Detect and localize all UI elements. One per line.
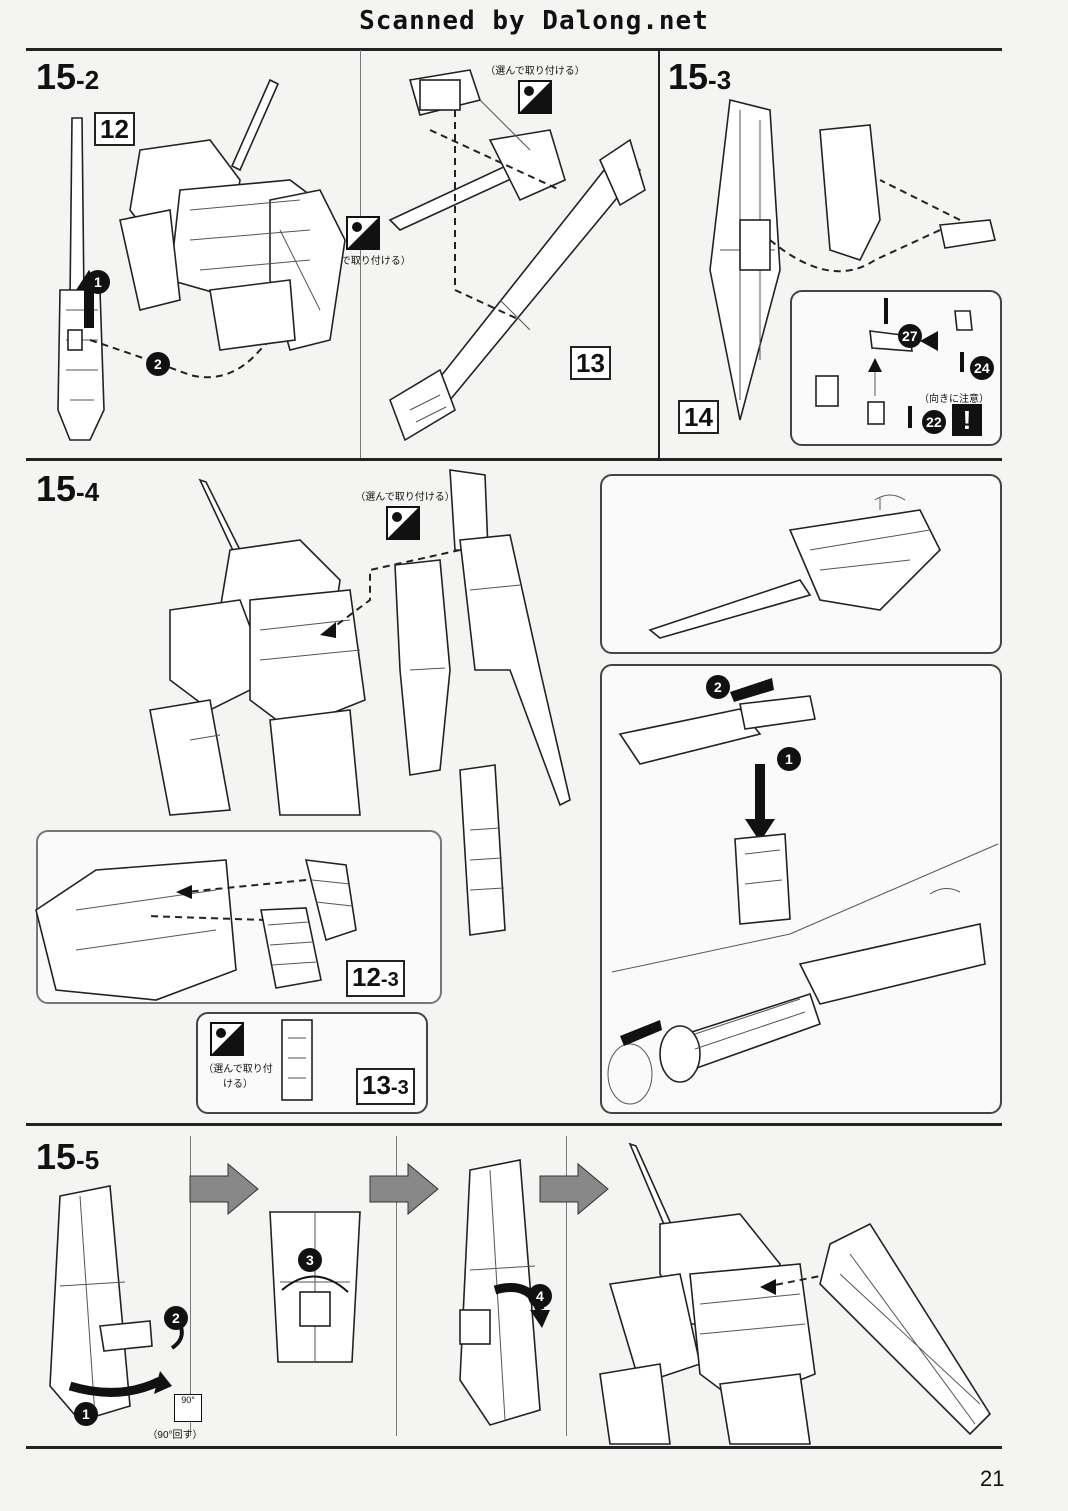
- rotate-icon: 90°: [174, 1394, 202, 1422]
- step-divider: [396, 1136, 397, 1436]
- pick-icon: [386, 506, 420, 540]
- mobile-suit-with-shield-illustration: [599, 1142, 992, 1445]
- pick-icon: [518, 80, 552, 114]
- part-number-13-3: 13-3: [356, 1068, 415, 1105]
- bottom-rule: [26, 1446, 1002, 1449]
- pick-note: （選んで取り付ける）: [355, 492, 455, 503]
- pick-note: （選んで取り付ける）: [485, 66, 585, 77]
- next-step-arrow-icon: [189, 1162, 259, 1216]
- exclamation-icon: !: [952, 404, 982, 436]
- step-title-15-4: 15-4: [36, 468, 100, 509]
- shield-illustration: [709, 99, 996, 421]
- step-divider: [190, 1136, 191, 1436]
- column-divider: [658, 50, 660, 458]
- part-number-13: 13: [570, 346, 611, 380]
- step-title-15-3: 15-3: [668, 56, 732, 97]
- bazooka-side-illustration: [648, 494, 941, 639]
- step-divider: [360, 50, 361, 458]
- mobile-suit-illustration: [119, 78, 346, 351]
- rotate-note: （90°回す）: [147, 1430, 203, 1441]
- step-title-15-5: 15-5: [36, 1136, 100, 1177]
- shield-illustration: [49, 1185, 184, 1422]
- pick-note: （選んで取り付ける）: [203, 1064, 273, 1090]
- mobile-suit-illustration: [149, 478, 366, 816]
- next-step-arrow-icon: [369, 1162, 439, 1216]
- attention-note: （向きに注意）: [919, 394, 989, 405]
- next-step-arrow-icon: [539, 1162, 609, 1216]
- top-rule: [26, 48, 1002, 51]
- step-divider: [566, 1136, 567, 1436]
- step-title-15-2: 15-2: [36, 56, 100, 97]
- skirt-parts-illustration: [35, 859, 357, 1001]
- pick-note: （選んで取り付ける）: [311, 256, 411, 267]
- part-number-12: 12: [94, 112, 135, 146]
- section-divider: [26, 458, 1002, 461]
- shield-closeup-illustration: [269, 1211, 361, 1363]
- weapon-parts-illustration: [320, 469, 571, 936]
- page-number: 21: [980, 1466, 1005, 1491]
- section-divider: [26, 1123, 1002, 1126]
- scan-credit: Scanned by Dalong.net: [359, 6, 709, 36]
- magazine-illustration: [281, 1019, 313, 1101]
- shield-illustration: [459, 1159, 550, 1426]
- part-number-12-3: 12-3: [346, 960, 405, 997]
- pick-icon: [346, 216, 380, 250]
- bazooka-assembly-illustration: [388, 69, 646, 442]
- part-number-14: 14: [678, 400, 719, 434]
- magazine-assembly-illustration: [607, 678, 999, 1105]
- pick-icon: [210, 1022, 244, 1056]
